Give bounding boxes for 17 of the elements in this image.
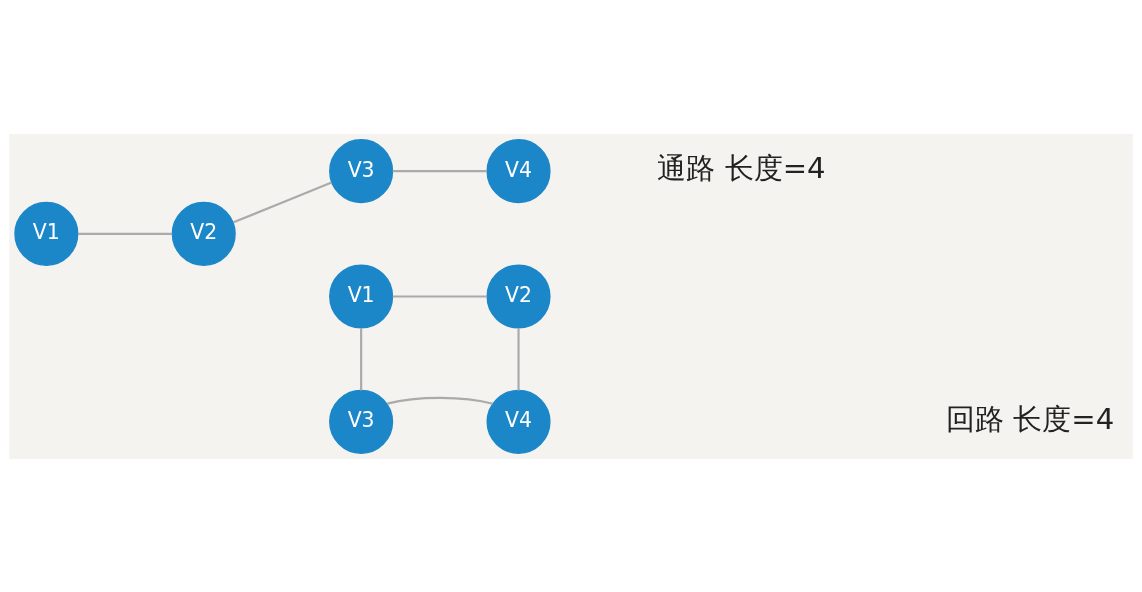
node-circle: V3: [329, 389, 394, 454]
node-circle: V2: [171, 201, 236, 266]
connector: [517, 327, 520, 390]
node-circle: V4: [486, 389, 551, 454]
label: 通路 长度=4: [657, 150, 826, 185]
connector: [233, 181, 332, 223]
connector: [392, 294, 487, 298]
connector: [392, 169, 487, 172]
label: 回路 长度=4: [945, 401, 1115, 436]
connector: [77, 232, 173, 235]
connector: [387, 396, 494, 405]
node-circle: V1: [329, 263, 394, 329]
node-circle: V3: [329, 138, 394, 203]
connector: [360, 327, 363, 390]
node-circle: V1: [14, 201, 79, 266]
node-circle: V2: [486, 263, 551, 329]
node-circle: V4: [486, 138, 551, 203]
